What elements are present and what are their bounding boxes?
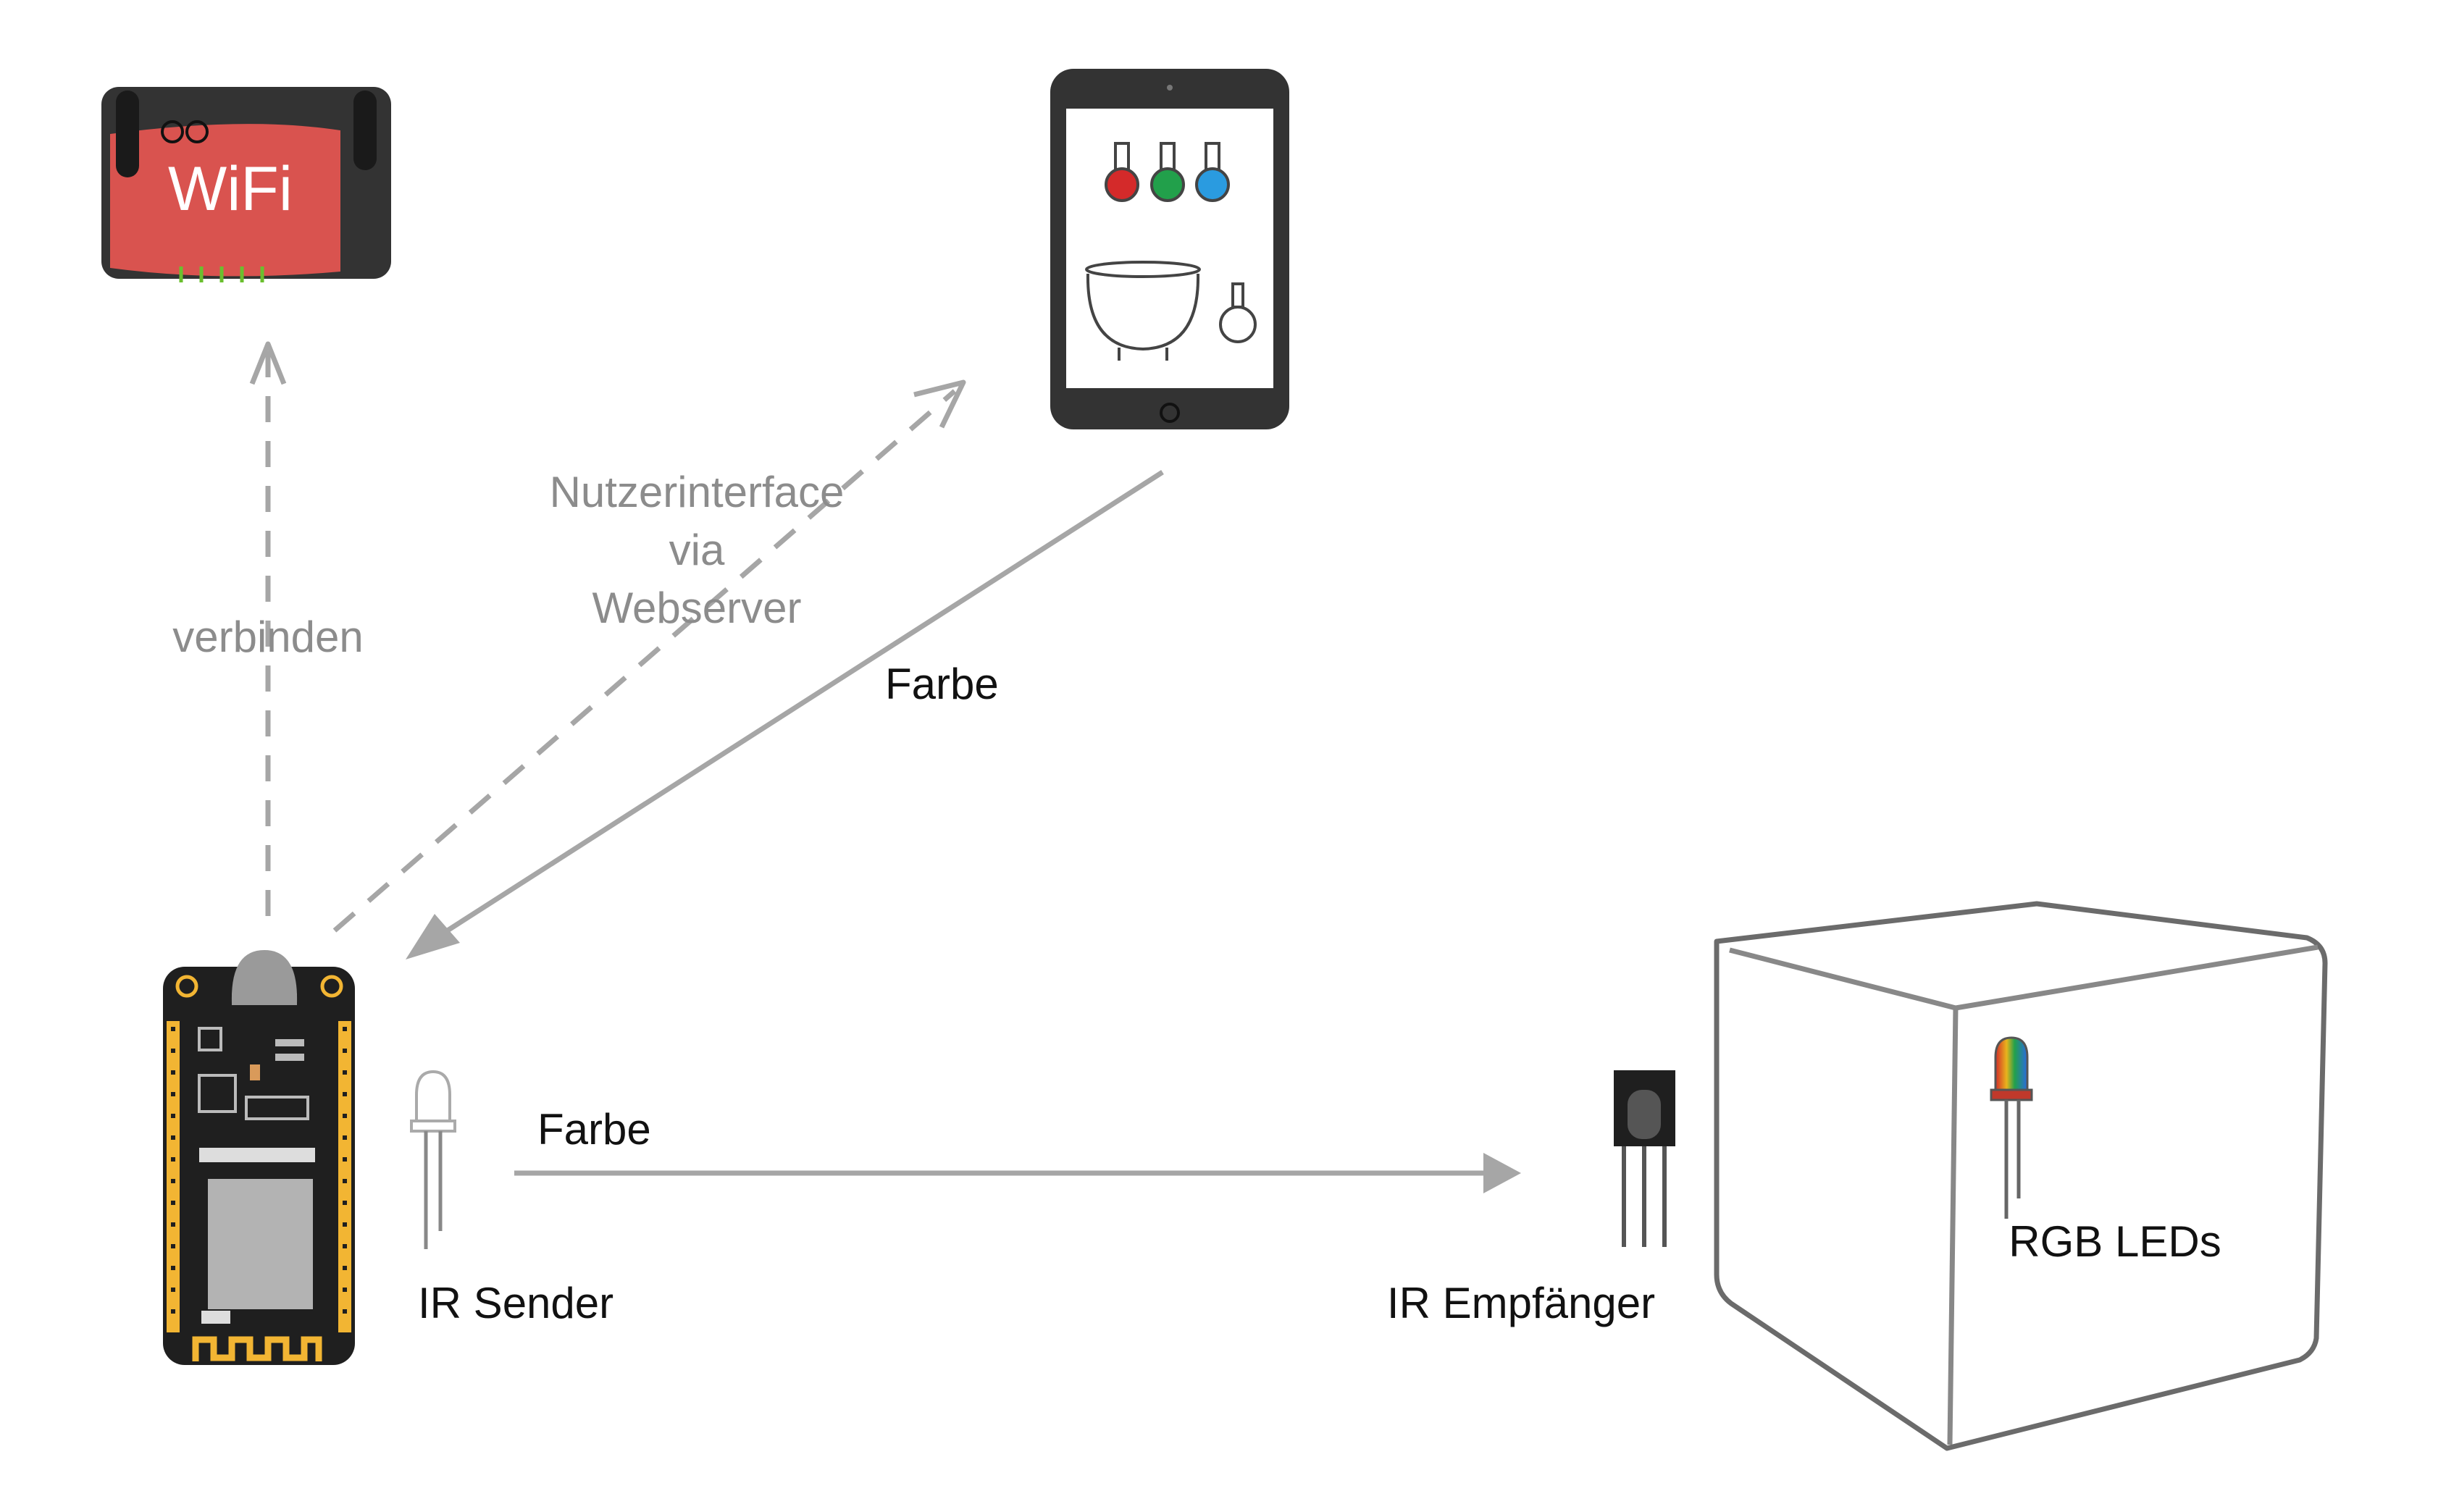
rgb-led-icon [1990, 1036, 2033, 1219]
antenna-left [116, 91, 139, 177]
ir-led-icon [410, 1070, 456, 1249]
rgb-leds-label: RGB LEDs [2009, 1217, 2221, 1266]
red-flask-icon [1105, 142, 1139, 202]
router-label: WiFi [168, 154, 293, 224]
ir-receiver-label: IR Empfänger [1387, 1279, 1655, 1327]
antenna-right [353, 91, 377, 170]
chip-icon [198, 1074, 237, 1113]
blue-flask-icon [1195, 142, 1230, 202]
ir-dome-sensor [231, 950, 298, 1003]
web-interface-label-line-3: Webserver [592, 584, 802, 632]
web-interface-label-line-2: via [669, 526, 725, 574]
mount-hole-right [320, 975, 343, 998]
pin-header-right [338, 1021, 351, 1332]
web-interface-label-line-1: Nutzerinterface [550, 468, 845, 516]
arrow-web-interface [332, 379, 966, 933]
wifi-router: WiFi [101, 87, 391, 282]
empty-flask-icon [1219, 282, 1257, 343]
ir-sender-label: IR Sender [418, 1279, 613, 1327]
connect-label: verbinden [172, 613, 364, 661]
ir-receiver-icon [1614, 1070, 1675, 1247]
pin-header-left [167, 1021, 180, 1332]
status-leds [179, 266, 264, 282]
arrow-connect-wifi [249, 341, 287, 916]
lamp-cube [1714, 901, 2328, 1451]
wifi-module-shield [208, 1179, 313, 1309]
microcontroller-board [163, 950, 355, 1365]
home-button [1160, 403, 1180, 423]
arrow-color-from-tablet [406, 470, 1164, 959]
mount-hole-left [175, 975, 198, 998]
arrow-ir-color [514, 1153, 1521, 1193]
tablet-screen [1066, 109, 1273, 388]
camera-icon [1167, 85, 1173, 91]
color-label-ir: Farbe [537, 1105, 651, 1154]
pcb-antenna [192, 1336, 322, 1361]
cauldron-icon [1085, 261, 1201, 361]
green-flask-icon [1150, 142, 1185, 202]
tablet [1050, 69, 1289, 429]
color-label-tablet: Farbe [885, 660, 999, 708]
web-interface-label: Nutzerinterface via Webserver [550, 468, 845, 632]
